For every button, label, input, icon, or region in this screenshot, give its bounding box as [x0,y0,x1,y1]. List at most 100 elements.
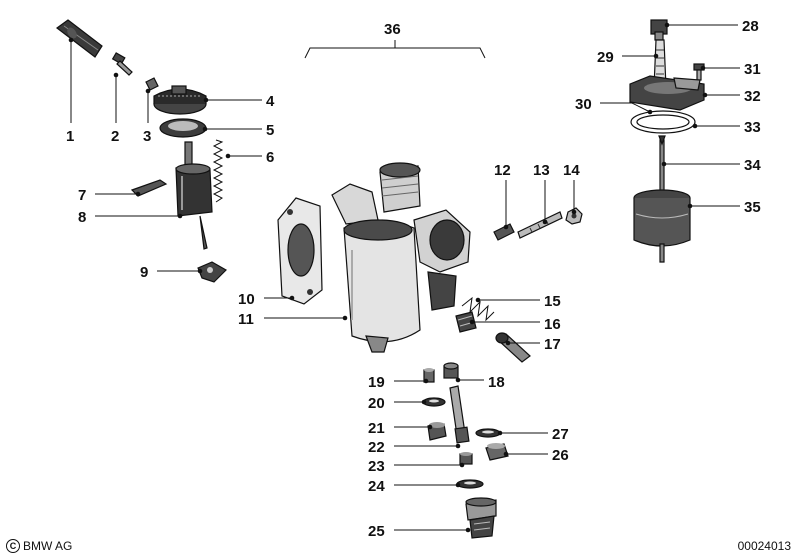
callout-22: 22 [368,439,461,456]
document-id: 00024013 [737,539,791,553]
callout-label-24: 24 [368,478,385,495]
callout-label-23: 23 [368,458,385,475]
callout-label-12: 12 [494,162,511,179]
part-15-drawing [461,296,495,322]
part-8-drawing [175,141,213,250]
callout-label-21: 21 [368,420,385,437]
group-36-bracket [304,40,486,59]
callout-label-2: 2 [111,128,119,145]
callout-label-15: 15 [544,293,561,310]
callout-label-29: 29 [597,49,614,66]
callout-label-26: 26 [552,447,569,464]
callout-label-8: 8 [78,209,86,226]
part-16-drawing [455,311,477,333]
callout-18: 18 [455,374,505,391]
part-34-drawing [658,135,666,197]
callout-label-14: 14 [563,162,580,179]
callout-label-5: 5 [266,122,274,139]
callout-1: 1 [66,37,74,145]
callout-label-10: 10 [238,291,255,308]
part-28-drawing [650,19,668,41]
callout-30: 30 [575,96,653,115]
callout-26: 26 [503,447,569,464]
callout-8: 8 [78,209,183,226]
callout-32: 32 [702,88,761,105]
callout-label-27: 27 [552,426,569,443]
callout-label-17: 17 [544,336,561,353]
callout-19: 19 [368,374,429,391]
callout-label-25: 25 [368,523,385,540]
callout-2: 2 [111,72,119,145]
part-26-drawing [485,443,509,461]
part-10-drawing [277,197,323,305]
callout-label-9: 9 [140,264,148,281]
callout-label-35: 35 [744,199,761,216]
callout-35: 35 [687,199,761,216]
part-1-drawing [55,19,103,58]
callout-23: 23 [368,458,465,475]
part-32-drawing [629,75,705,111]
part-14-drawing [565,207,583,225]
callout-label-36: 36 [384,21,401,38]
part-23-drawing [459,452,473,465]
callout-label-22: 22 [368,439,385,456]
copyright-icon: C [6,539,20,553]
callout-label-20: 20 [368,395,385,412]
callout-14: 14 [563,162,580,215]
callout-12: 12 [494,162,511,230]
part-17-drawing [495,332,531,363]
callout-label-32: 32 [744,88,761,105]
callout-34: 34 [661,157,761,174]
callout-6: 6 [225,149,274,166]
part-3-drawing [145,77,159,91]
callout-label-31: 31 [744,61,761,78]
part-19-drawing [423,368,435,383]
callout-label-1: 1 [66,128,74,145]
callout-13: 13 [533,162,550,225]
part-2-drawing [111,52,133,76]
callout-28: 28 [664,18,759,35]
callout-label-13: 13 [533,162,550,179]
part-27-drawing [475,428,501,438]
callout-label-30: 30 [575,96,592,113]
callout-label-11: 11 [238,311,254,328]
part-13-drawing [517,211,563,239]
part-18-drawing [443,362,459,379]
callout-21: 21 [368,420,433,437]
callout-20: 20 [368,395,427,412]
callout-33: 33 [692,119,761,136]
callout-label-6: 6 [266,149,274,166]
part-22-drawing [449,385,470,444]
copyright-notice: C BMW AG [6,539,72,553]
callout-15: 15 [475,293,561,310]
part-35-drawing [633,189,691,263]
callout-label-19: 19 [368,374,385,391]
callout-36: 36 [384,21,401,38]
callout-label-33: 33 [744,119,761,136]
callout-label-16: 16 [544,316,561,333]
part-33-drawing [630,110,696,134]
callout-label-4: 4 [266,93,275,110]
callout-16: 16 [469,316,561,333]
callout-7: 7 [78,187,141,204]
callout-27: 27 [497,426,569,443]
callouts: 1 2 3 4 5 6 7 8 [66,18,761,540]
callout-25: 25 [368,523,471,540]
callout-11: 11 [238,311,348,328]
callout-3: 3 [143,88,151,145]
part-25-drawing [465,497,497,539]
part-6-drawing [212,139,224,203]
copyright-owner: BMW AG [23,539,73,553]
part-11-drawing [331,162,471,353]
part-24-drawing [456,479,484,489]
part-9-drawing [197,261,227,283]
callout-9: 9 [140,264,203,281]
callout-label-18: 18 [488,374,505,391]
callout-label-3: 3 [143,128,151,145]
part-4-drawing [153,85,207,115]
callout-label-7: 7 [78,187,86,204]
callout-31: 31 [700,61,761,78]
callout-label-34: 34 [744,157,761,174]
callout-17: 17 [505,336,561,353]
